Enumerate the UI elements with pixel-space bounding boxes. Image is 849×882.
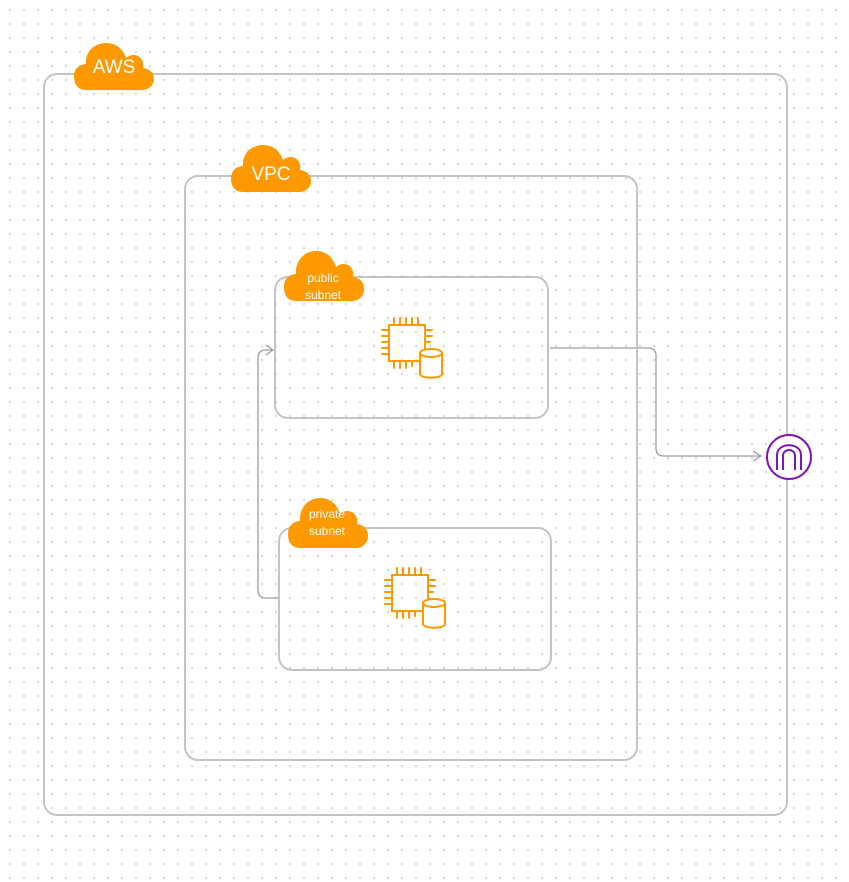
connector-private-to-public[interactable] [257,349,278,599]
cloud-icon [288,498,368,548]
public-subnet-label: public subnet [304,271,342,302]
private-subnet-cloud-badge: private subnet [288,494,368,550]
connector-public-to-gateway[interactable] [550,347,760,457]
aws-label: AWS [92,57,136,78]
public-subnet-group[interactable] [274,276,549,419]
ec2-instance-with-storage-icon[interactable] [380,316,446,380]
arrowhead-gateway [752,450,763,462]
cloud-icon [284,251,364,301]
ec2-instance-with-storage-icon[interactable] [383,566,449,630]
private-subnet-group[interactable] [278,527,552,671]
vpc-group[interactable] [184,175,638,761]
cloud-icon [231,145,311,192]
gateway-symbol-icon [766,434,812,480]
private-ec2-icon [384,567,446,629]
public-ec2-icon [381,317,443,379]
private-subnet-label: private subnet [308,507,346,538]
arrowhead-public [265,344,275,356]
vpc-cloud-badge: VPC [231,140,311,194]
internet-gateway-icon[interactable] [765,433,813,481]
cloud-icon [74,43,154,90]
aws-cloud-badge: AWS [74,38,154,92]
public-subnet-cloud-badge: public subnet [284,247,364,303]
vpc-label: VPC [251,164,291,185]
